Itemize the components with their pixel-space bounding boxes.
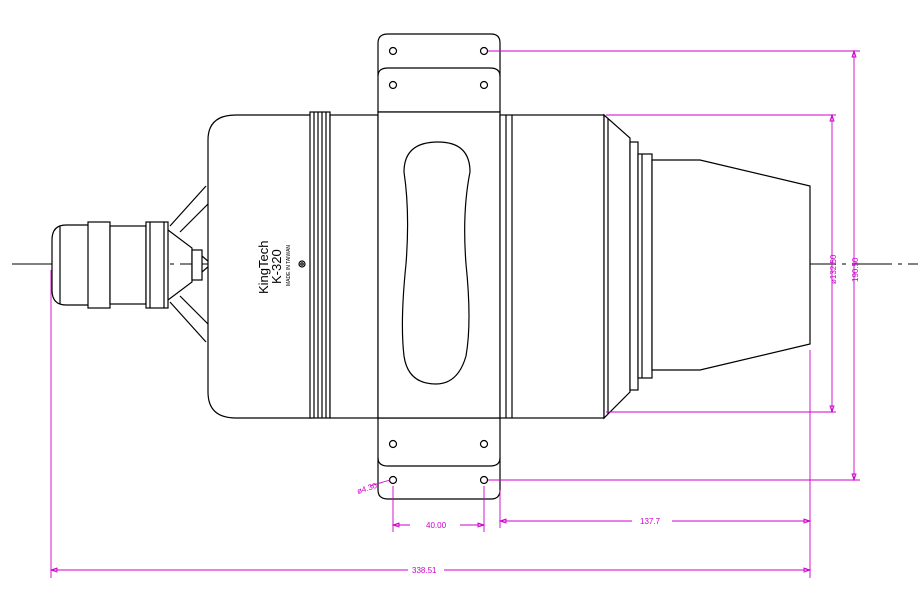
starter-nose: [51, 221, 210, 309]
label-screw: [298, 260, 306, 268]
origin-text: MADE IN TAIWAN: [286, 245, 292, 286]
window-cutout: [401, 141, 471, 385]
dim-hole-diameter: ø4.30: [356, 481, 379, 496]
support-struts: [169, 185, 209, 343]
dim-overall-height: 190.50: [851, 257, 860, 282]
model-text: K-320: [269, 249, 284, 284]
mounting-bracket-top: [377, 33, 501, 113]
dim-exhaust-diameter: ø132.50: [829, 254, 838, 284]
mid-casing: [329, 114, 379, 419]
combustion-casing: [499, 114, 605, 419]
flange-rings: [309, 111, 331, 419]
brand-text: KingTech: [256, 241, 271, 294]
nozzle-taper: [603, 113, 631, 420]
dim-hole-spacing: 40.00: [426, 521, 447, 530]
mount-block: [377, 111, 501, 419]
nozzle-rings: [629, 141, 653, 391]
dim-overall-length: 338.51: [412, 566, 437, 575]
engine-label: KingTech K-320 MADE IN TAIWAN: [256, 241, 292, 294]
mounting-bracket-bottom: [377, 417, 501, 500]
dim-mount-to-exhaust: 137.7: [640, 517, 661, 526]
exhaust-cone: [651, 159, 811, 371]
intake-casing: [207, 114, 313, 419]
